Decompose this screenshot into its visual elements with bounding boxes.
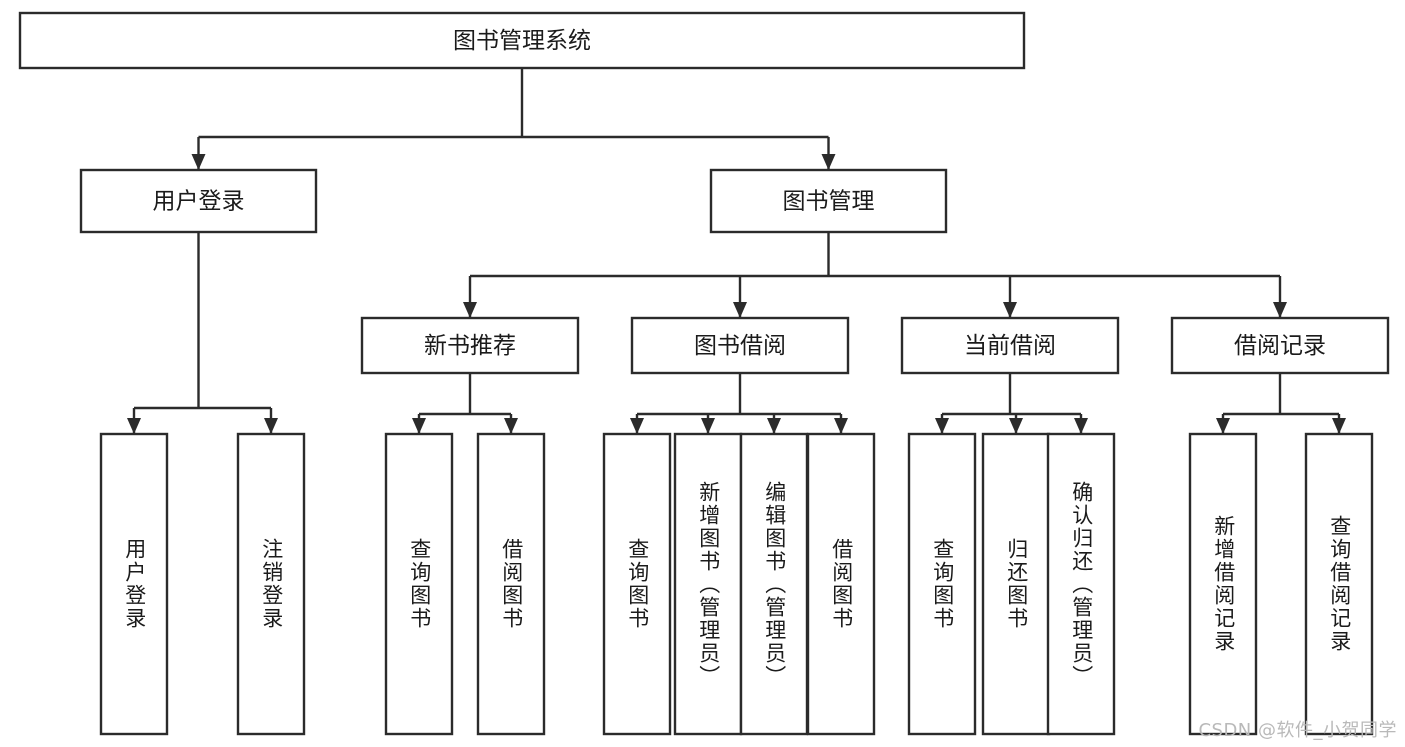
node-box-leaf-1[interactable] xyxy=(236,432,306,736)
node-box-l3-3[interactable] xyxy=(1170,316,1390,375)
arrow-head xyxy=(191,154,206,170)
arrow-head xyxy=(733,302,747,318)
node-box-leaf-8[interactable] xyxy=(907,432,977,736)
node-box-leaf-7[interactable] xyxy=(806,432,876,736)
node-label-l2-0: 用户登录 xyxy=(153,189,245,215)
node-label-root-0: 图书管理系统 xyxy=(453,28,591,54)
arrow-head xyxy=(1332,418,1346,434)
node-label-l3-3: 借阅记录 xyxy=(1234,333,1326,359)
arrow-head xyxy=(463,302,477,318)
arrow-head xyxy=(935,418,949,434)
node-box-leaf-5[interactable] xyxy=(673,432,743,736)
arrow-head xyxy=(504,418,518,434)
connector-layer xyxy=(127,68,1346,434)
node-box-leaf-12[interactable] xyxy=(1304,432,1374,736)
node-box-leaf-11[interactable] xyxy=(1188,432,1258,736)
arrow-head xyxy=(412,418,426,434)
node-box-leaf-10[interactable] xyxy=(1046,432,1116,736)
arrow-head xyxy=(630,418,644,434)
node-box-root-0[interactable] xyxy=(18,11,1026,70)
node-box-l2-1[interactable] xyxy=(709,168,948,234)
node-box-leaf-9[interactable] xyxy=(981,432,1051,736)
node-box-leaf-2[interactable] xyxy=(384,432,454,736)
arrow-head xyxy=(264,418,278,434)
arrow-head xyxy=(834,418,848,434)
arrow-head xyxy=(701,418,715,434)
node-box-leaf-6[interactable] xyxy=(739,432,809,736)
arrow-head xyxy=(1074,418,1088,434)
node-box-leaf-4[interactable] xyxy=(602,432,672,736)
node-box-leaf-0[interactable] xyxy=(99,432,169,736)
node-box-l3-0[interactable] xyxy=(360,316,580,375)
arrow-head xyxy=(1009,418,1023,434)
arrow-head xyxy=(821,154,836,170)
node-box-l3-2[interactable] xyxy=(900,316,1120,375)
arrow-head xyxy=(1216,418,1230,434)
arrow-head xyxy=(1273,302,1287,318)
node-box-l3-1[interactable] xyxy=(630,316,850,375)
watermark-text: CSDN @软件_小贺同学 xyxy=(1198,720,1397,741)
node-label-l3-1: 图书借阅 xyxy=(694,333,786,359)
arrow-head xyxy=(127,418,141,434)
node-box-layer xyxy=(18,11,1390,736)
node-box-l2-0[interactable] xyxy=(79,168,318,234)
node-label-l3-2: 当前借阅 xyxy=(964,333,1056,359)
node-box-leaf-3[interactable] xyxy=(476,432,546,736)
arrow-head xyxy=(767,418,781,434)
arrow-head xyxy=(1003,302,1017,318)
node-label-l2-1: 图书管理 xyxy=(783,189,875,215)
node-label-l3-0: 新书推荐 xyxy=(424,333,516,359)
